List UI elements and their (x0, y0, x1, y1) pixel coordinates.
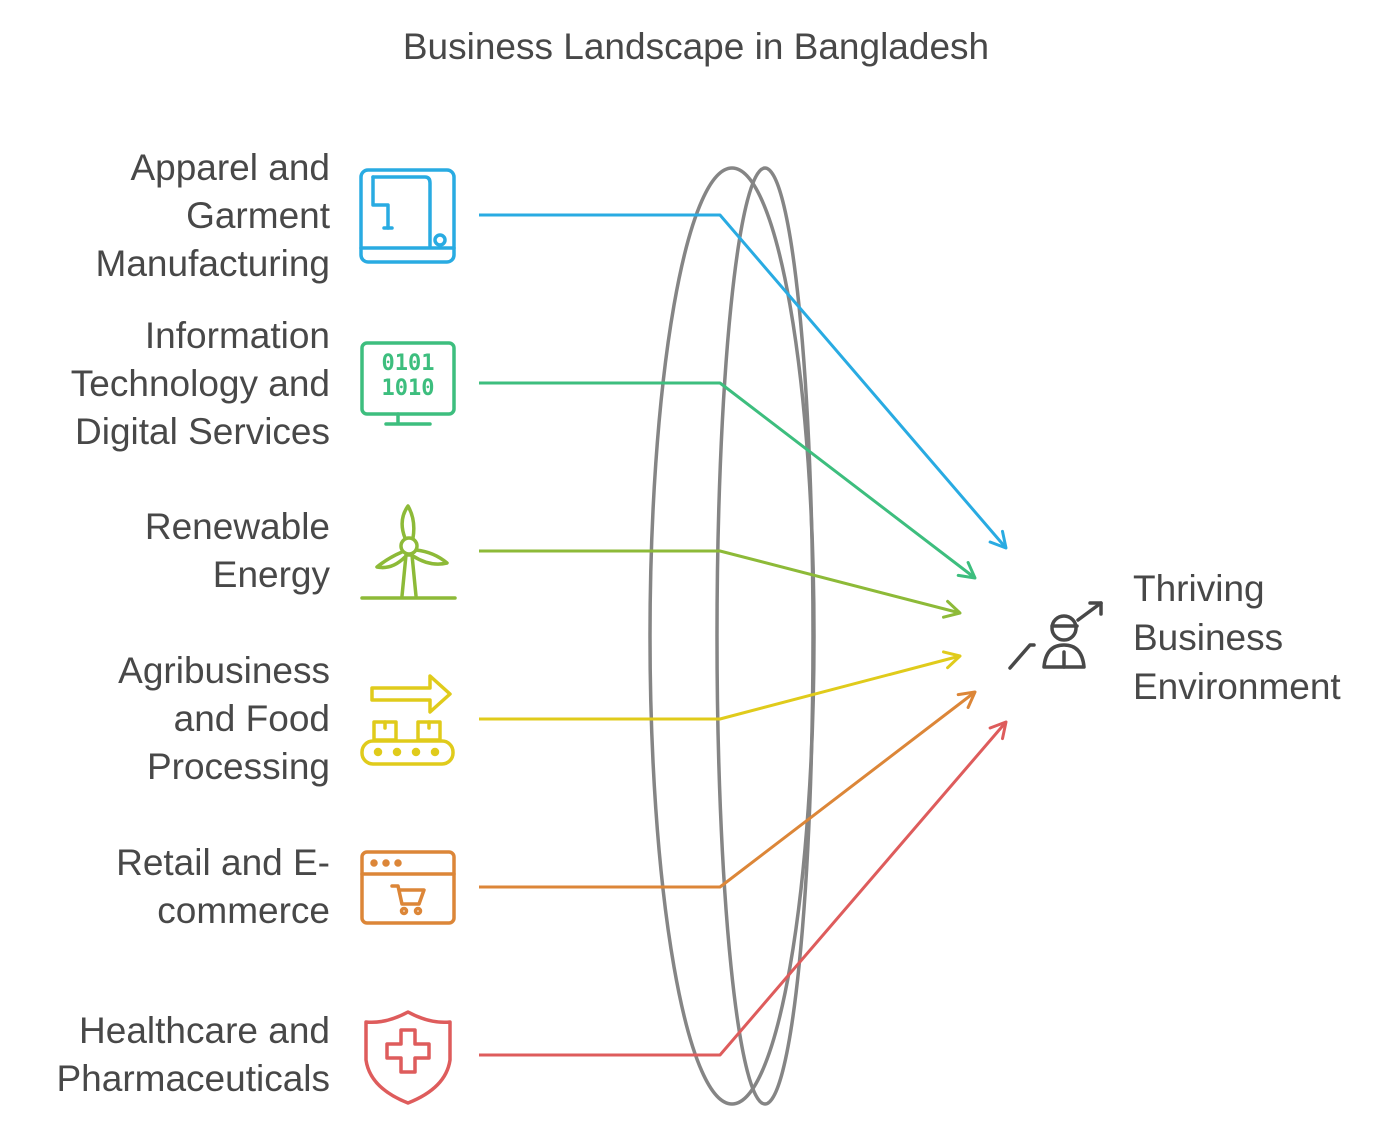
label-line: Information (144, 315, 330, 356)
label-health: Healthcare and Pharmaceuticals (56, 1007, 330, 1103)
label-line: Pharmaceuticals (56, 1058, 330, 1099)
label-line: Garment (186, 195, 330, 236)
arrowhead (956, 690, 977, 709)
label-energy: Renewable Energy (145, 503, 330, 599)
connector-line (479, 213, 1008, 549)
medical-shield-icon (364, 1010, 452, 1105)
arrowhead (942, 599, 962, 619)
label-line: Healthcare and (79, 1010, 330, 1051)
shopping-cart-window-icon (360, 850, 456, 925)
label-line: Processing (146, 746, 330, 787)
connector-line (479, 549, 961, 615)
label-line: Energy (212, 554, 330, 595)
result-line: Environment (1133, 666, 1341, 707)
svg-text:0101: 0101 (382, 351, 435, 376)
sewing-machine-icon (359, 168, 456, 264)
binary-monitor-icon: 0101 1010 (360, 341, 456, 426)
lens-shape (648, 166, 816, 1106)
result-line: Business (1133, 617, 1284, 658)
arrowhead (988, 529, 1008, 550)
conveyor-belt-icon (360, 674, 455, 766)
label-line: and Food (173, 698, 330, 739)
arrowhead (956, 561, 977, 580)
label-line: Retail and E- (116, 842, 330, 883)
svg-text:1010: 1010 (382, 376, 435, 401)
diagram-title: Business Landscape in Bangladesh (402, 26, 990, 67)
label-apparel: Apparel and Garment Manufacturing (96, 144, 330, 288)
label-line: Manufacturing (95, 243, 330, 284)
connector-line (479, 721, 1008, 1057)
label-line: commerce (157, 890, 330, 931)
result-label: Thriving Business Environment (1133, 564, 1341, 711)
label-line: Renewable (144, 506, 330, 547)
person-growth-icon (1008, 601, 1103, 670)
label-line: Technology and (70, 363, 330, 404)
connector-line (479, 654, 961, 721)
label-line: Apparel and (130, 147, 330, 188)
connector-line (479, 381, 976, 580)
label-line: Digital Services (75, 411, 330, 452)
wind-turbine-icon (360, 504, 457, 600)
arrowhead (942, 650, 962, 670)
label-retail: Retail and E- commerce (116, 839, 330, 935)
result-line: Thriving (1133, 568, 1265, 609)
label-it: Information Technology and Digital Servi… (71, 312, 330, 456)
label-line: Agribusiness (118, 650, 330, 691)
arrowhead (988, 720, 1008, 741)
connector-line (479, 690, 976, 889)
label-agri: Agribusiness and Food Processing (118, 647, 330, 791)
